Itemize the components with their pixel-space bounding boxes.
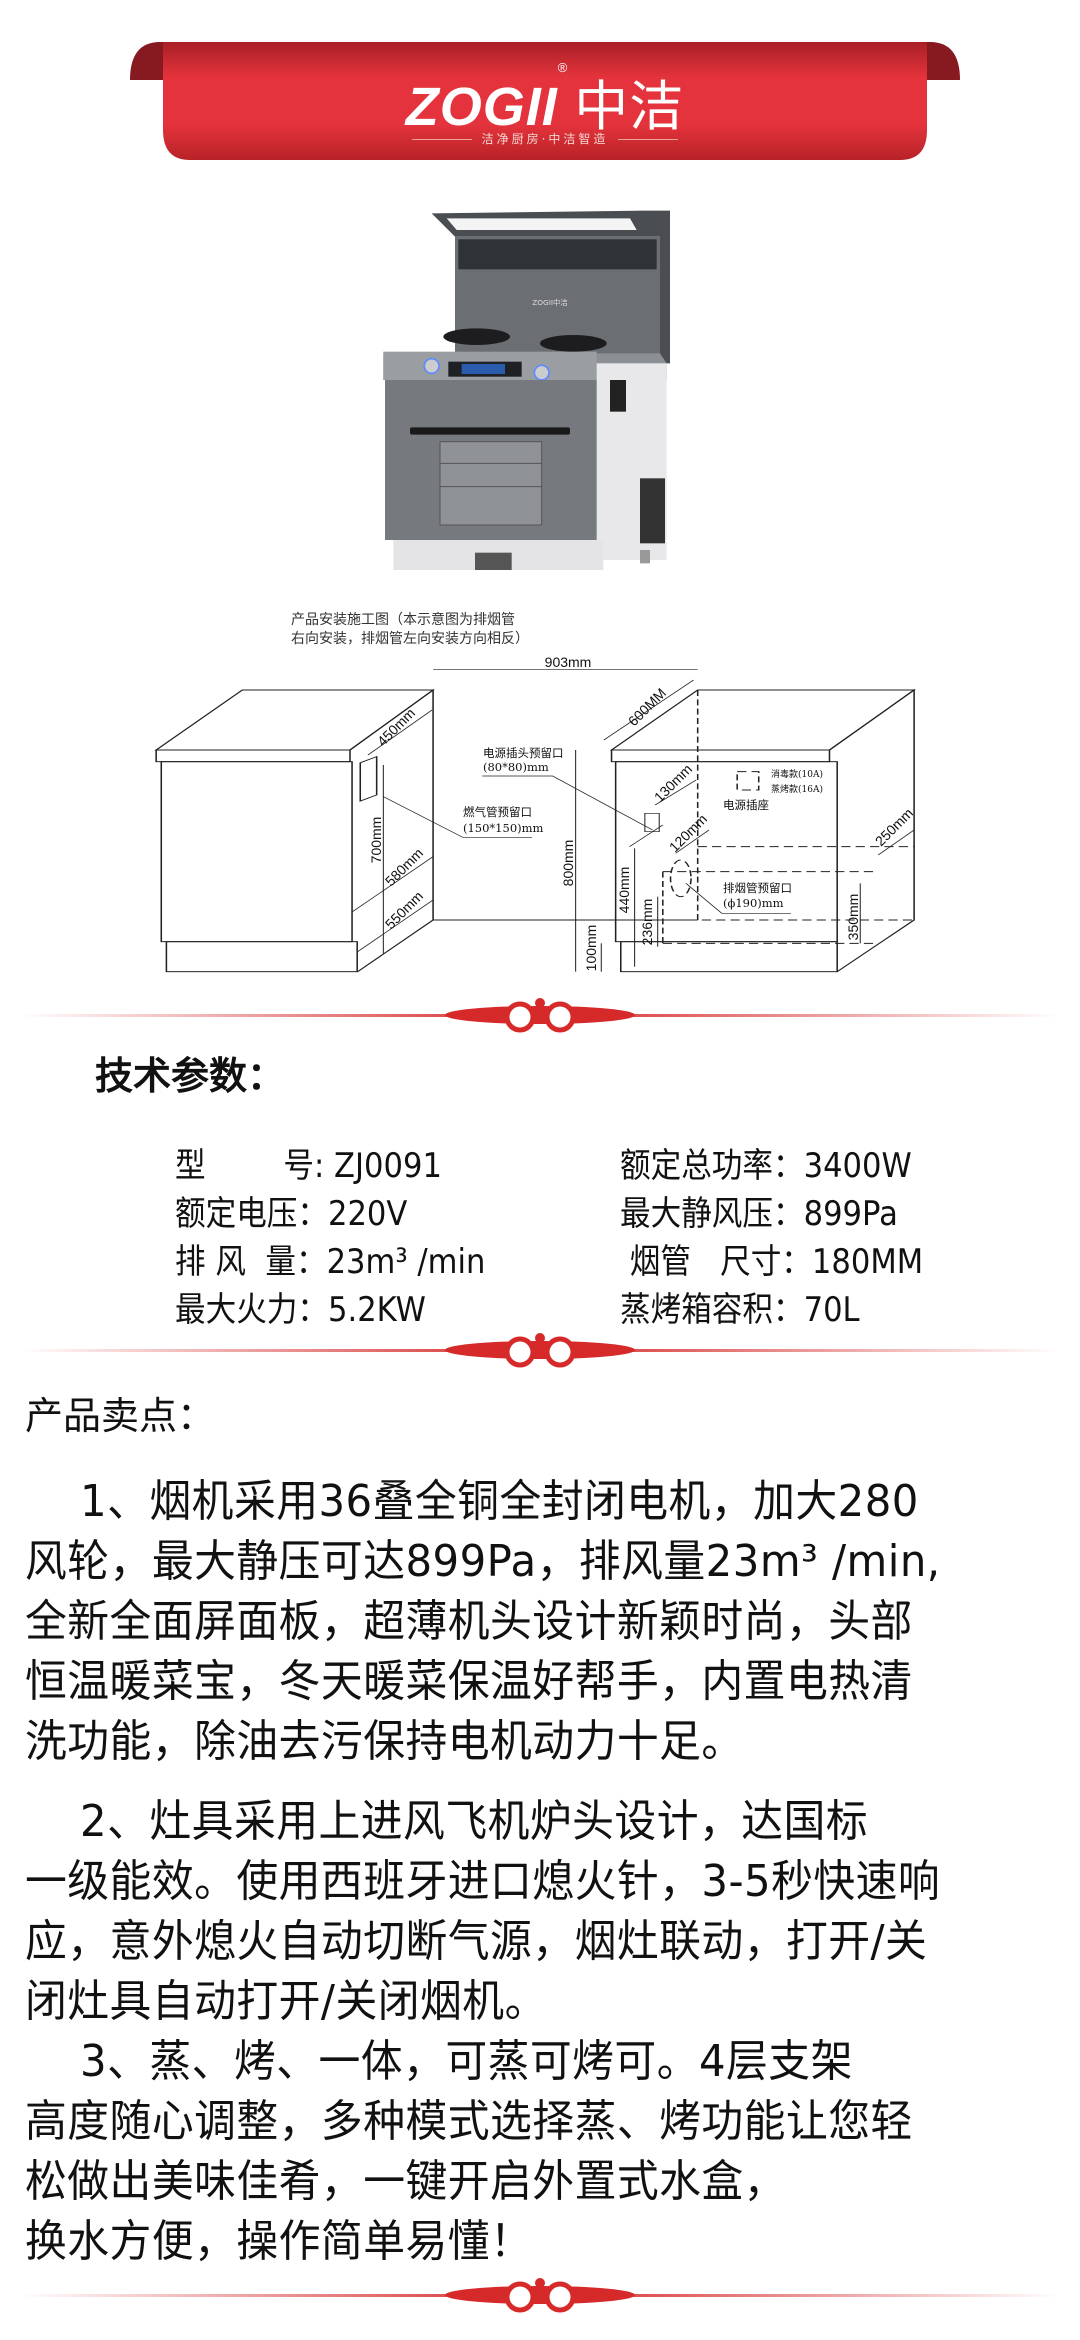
disinfect-model-label: 消毒款(10A): [771, 770, 823, 780]
spec-pipe-size: 烟管 尺寸：180MM: [620, 1242, 924, 1282]
selling-point-line: 风轮，最大静压可达899Pa，排风量23m³ /min,: [25, 1536, 941, 1587]
spec-static-pressure: 最大静风压：899Pa: [620, 1194, 898, 1234]
selling-point-line: 闭灶具自动打开/关闭烟机。: [25, 1976, 547, 2027]
plug-opening-label: 电源插头预留口: [483, 746, 564, 760]
brand-slogan: 洁净厨房·中洁智造: [130, 130, 960, 147]
exhaust-opening-label: 排烟管预留口: [723, 881, 792, 895]
spec-oven-capacity: 蒸烤箱容积：70L: [620, 1290, 860, 1330]
plug-opening-size: (80*80)mm: [483, 760, 549, 774]
gas-opening-size: (150*150)mm: [463, 821, 544, 835]
spec-model: 型 号: ZJ0091: [175, 1146, 442, 1186]
selling-point-line: 恒温暖菜宝，冬天暖菜保温好帮手，内置电热清: [25, 1656, 913, 1707]
diagram-caption: 产品安装施工图（本示意图为排烟管 右向安装，排烟管左向安装方向相反）: [291, 612, 529, 647]
product-image: ZOGII中洁: [383, 210, 670, 570]
socket-label: 电源插座: [723, 798, 769, 812]
installation-diagram: [154, 669, 916, 973]
exhaust-opening-size: (ϕ190)mm: [723, 896, 784, 910]
ornament-divider: [20, 1333, 1060, 1368]
banner-ribbon: [130, 42, 960, 160]
selling-point-line: 1、烟机采用36叠全铜全封闭电机，加大280: [25, 1476, 919, 1527]
dim-700: 700mm: [368, 816, 384, 864]
selling-point-line: 全新全面屏面板，超薄机头设计新颖时尚，头部: [25, 1596, 913, 1647]
spec-airflow: 排 风 量：23m³ /min: [175, 1242, 486, 1282]
gas-opening-label: 燃气管预留口: [463, 805, 532, 819]
selling-point-line: 高度随心调整，多种模式选择蒸、烤功能让您轻: [25, 2096, 913, 2147]
ornament-divider: [20, 2278, 1060, 2313]
steam-model-label: 蒸烤款(16A): [771, 785, 823, 795]
selling-point-line: 2、灶具采用上进风飞机炉头设计，达国标: [25, 1796, 869, 1847]
selling-point-line: 松做出美味佳肴，一键开启外置式水盒，: [25, 2156, 786, 2207]
selling-point-line: 换水方便，操作简单易懂！: [25, 2216, 533, 2267]
selling-point-line: 一级能效。使用西班牙进口熄火针，3-5秒快速响: [25, 1856, 941, 1907]
specs-title: 技术参数：: [95, 1054, 286, 1098]
spec-voltage: 额定电压：220V: [175, 1194, 408, 1234]
selling-point-line: 应，意外熄火自动切断气源，烟灶联动，打开/关: [25, 1916, 928, 1967]
selling-point-line: 洗功能，除油去污保持电机动力十足。: [25, 1716, 744, 1767]
selling-points-title: 产品卖点：: [25, 1394, 216, 1438]
dim-800: 800mm: [560, 839, 576, 887]
dim-350: 350mm: [845, 893, 861, 941]
panel-logo: ZOGII中洁: [532, 298, 567, 307]
ornament-divider: [20, 998, 1060, 1033]
dim-width: 903mm: [544, 654, 592, 670]
dim-100: 100mm: [583, 924, 599, 972]
brand-logo: ZOGII®中洁: [405, 60, 685, 137]
dim-440: 440mm: [616, 866, 632, 914]
selling-point-line: 3、蒸、烤、一体，可蒸可烤可。4层支架: [25, 2036, 853, 2087]
brand-banner: ZOGII®中洁 洁净厨房·中洁智造: [130, 30, 960, 165]
spec-total-power: 额定总功率：3400W: [620, 1146, 912, 1186]
spec-firepower: 最大火力：5.2KW: [175, 1290, 426, 1330]
dim-236: 236mm: [639, 898, 655, 946]
